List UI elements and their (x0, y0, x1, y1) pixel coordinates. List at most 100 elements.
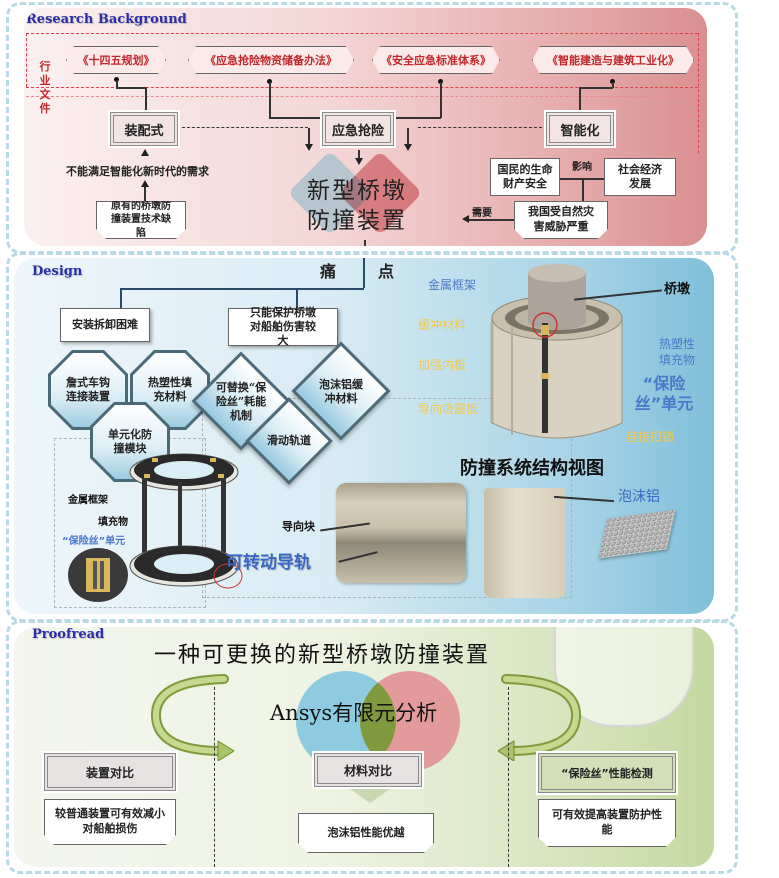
divider-right (508, 687, 509, 867)
arrow-down (355, 158, 363, 165)
need-label: 需要 (472, 208, 492, 219)
curved-arrow-right (498, 674, 581, 761)
connector-line (364, 240, 366, 246)
keyword-prefab: 装配式 (108, 110, 180, 148)
pain-box-protect: 只能保护桥墩对船舶伤害较大 (228, 306, 338, 347)
solution-rail: 滑动轨道 (267, 433, 311, 447)
connector-line (116, 80, 118, 88)
comparison-device-title: 装置对比 (42, 751, 178, 793)
guide-block-label: 导向块 (282, 520, 315, 533)
center-title: 新型桥墩 防撞装置 (282, 176, 432, 236)
document-tag: 《十四五规划》 (66, 46, 166, 74)
proofread-main-title: 一种可更换的新型桥墩防撞装置 (154, 643, 491, 668)
arrow-left (462, 215, 469, 223)
connector-line (468, 219, 514, 221)
disaster-box: 我国受自然灾害威胁严重 (514, 201, 608, 239)
not-meet-need-text: 不能满足智能化新时代的需求 (66, 165, 209, 178)
pain-char: 痛 (320, 262, 337, 281)
social-economy-box: 社会经济发展 (604, 158, 676, 196)
arrow-up (141, 180, 149, 187)
doc-frame-bottom2 (26, 96, 698, 97)
side-label-char: 行 (39, 60, 51, 73)
proofread-section: Proofread 一种可更换的新型桥墩防撞装置 Ansys有限元分析 装置对比… (14, 627, 714, 867)
connector-line (612, 82, 614, 88)
connector-line (269, 117, 357, 119)
life-safety-box: 国民的生命财产安全 (490, 158, 560, 196)
comparison-device-result: 较普通装置可有效减小对船舶损伤 (44, 799, 176, 845)
document-tag: 《安全应急标准体系》 (372, 46, 500, 74)
tree-line (296, 288, 298, 308)
document-tag: 《智能建造与建筑工业化》 (532, 46, 694, 74)
frame-label-metal: 金属框架 (68, 495, 108, 506)
frame-illustration (129, 453, 243, 589)
doc-frame-right (698, 33, 699, 153)
label-reinforced: 加强内板 (418, 358, 467, 372)
doc-frame-top (26, 33, 698, 34)
pain-box-install: 安装拆卸困难 (60, 308, 150, 342)
connector-dot (114, 77, 119, 82)
research-section: Research Background 行 业 文 件 《十四五规划》 《应急抢… (24, 8, 707, 246)
label-guide-absorber: 导向吸震板 (418, 402, 479, 416)
connector-dot (438, 79, 443, 84)
side-label-char: 文 (39, 88, 51, 101)
rotatable-rail-label: 可转动导轨 (226, 553, 311, 573)
connector-line (407, 128, 409, 144)
comparison-material-title: 材料对比 (312, 751, 424, 789)
connector-dot (610, 79, 615, 84)
doc-frame-left (26, 33, 27, 87)
comparison-fuse-title: “保险丝”性能检测 (536, 751, 678, 795)
divider-left (214, 687, 215, 867)
design-section: Design 痛 点 安装拆卸困难 只能保护桥墩对船舶伤害较大 詹式车钩连接装置… (14, 258, 714, 614)
proofread-title: Proofread (32, 627, 105, 642)
frame-label-fuse: “保险丝”单元 (62, 536, 126, 547)
pain-char: 点 (378, 262, 395, 281)
dashed-link (418, 127, 542, 128)
connector-line (144, 184, 146, 202)
down-arrow-shadow (350, 789, 390, 803)
document-tag: 《应急抢险物资储备办法》 (188, 46, 354, 74)
connector-line (116, 87, 146, 89)
existing-defect-box: 原有的桥墩防撞装置技术缺陷 (96, 201, 186, 239)
side-label-char: 件 (39, 102, 51, 115)
connector-line (145, 87, 147, 113)
foam-aluminum-label: 泡沫铝 (618, 489, 660, 505)
label-fuse-unit: “保险丝”单元 (634, 374, 694, 413)
comparison-material-result: 泡沫铝性能优越 (298, 813, 434, 853)
guide-plate-illustration (484, 488, 566, 598)
fuse-unit-closeup (68, 548, 128, 602)
label-thermoplastic: 热塑性填充物 (658, 337, 695, 367)
keyword-intelligent: 智能化 (544, 110, 616, 148)
industry-docs-label: 行 业 文 件 (38, 60, 52, 116)
pain-divider (363, 258, 365, 288)
doc-frame-bottom (26, 87, 698, 88)
arrow-up (141, 149, 149, 156)
tree-line (120, 288, 122, 308)
foam-aluminum-sample (598, 509, 676, 559)
design-title: Design (32, 264, 83, 279)
label-connection-buckle: 连接扣锁 (626, 430, 675, 444)
tree-line (120, 288, 364, 290)
connector-line (269, 82, 271, 118)
fuse-glyph (86, 558, 110, 592)
connector-dot (267, 79, 272, 84)
structure-view-title: 防撞系统结构视图 (460, 458, 604, 479)
research-title: Research Background (26, 12, 187, 27)
frame-label-filler: 填充物 (98, 517, 128, 528)
comparison-fuse-result: 可有效提高装置防护性能 (538, 799, 676, 847)
venn-label: Ansys有限元分析 (270, 701, 438, 725)
connector-line (440, 82, 442, 118)
center-title-line2: 防撞装置 (307, 208, 407, 234)
connector-line (360, 117, 441, 119)
connector-line (582, 178, 584, 202)
solution-fuse: 可替换“保险丝”耗能机制 (215, 380, 267, 423)
influence-label: 影响 (572, 162, 592, 173)
center-title-line1: 新型桥墩 (307, 178, 407, 204)
arrow-down (305, 144, 313, 151)
connector-line (579, 87, 581, 115)
label-pier: 桥墩 (664, 282, 691, 297)
connector-line (358, 150, 360, 160)
connector-line (308, 128, 310, 144)
keyword-emergency: 应急抢险 (320, 110, 396, 148)
dashed-link (182, 127, 308, 128)
solution-foam: 泡沫铝缓冲材料 (319, 377, 363, 405)
